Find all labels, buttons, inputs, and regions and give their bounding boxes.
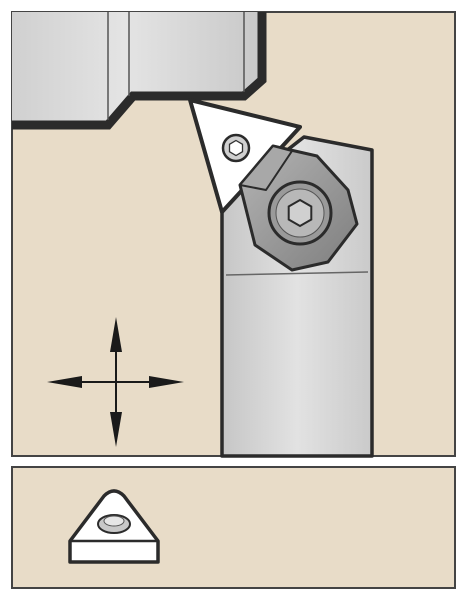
arrow-down-icon: [110, 412, 122, 447]
main-view-panel: [11, 11, 456, 458]
direction-cross-icon: [47, 317, 184, 447]
arrow-up-icon: [110, 317, 122, 352]
arrow-left-icon: [47, 376, 82, 388]
clamp: [238, 144, 359, 272]
holder-edge-line: [225, 271, 369, 276]
workpiece: [12, 12, 267, 130]
insert-view-panel: [11, 466, 456, 589]
arrow-right-icon: [149, 376, 184, 388]
cutting-insert: [188, 98, 302, 214]
insert-3d-icon: [68, 489, 160, 564]
clamp-hex-socket-icon: [287, 198, 313, 228]
insert-hex-socket-icon: [228, 139, 244, 157]
